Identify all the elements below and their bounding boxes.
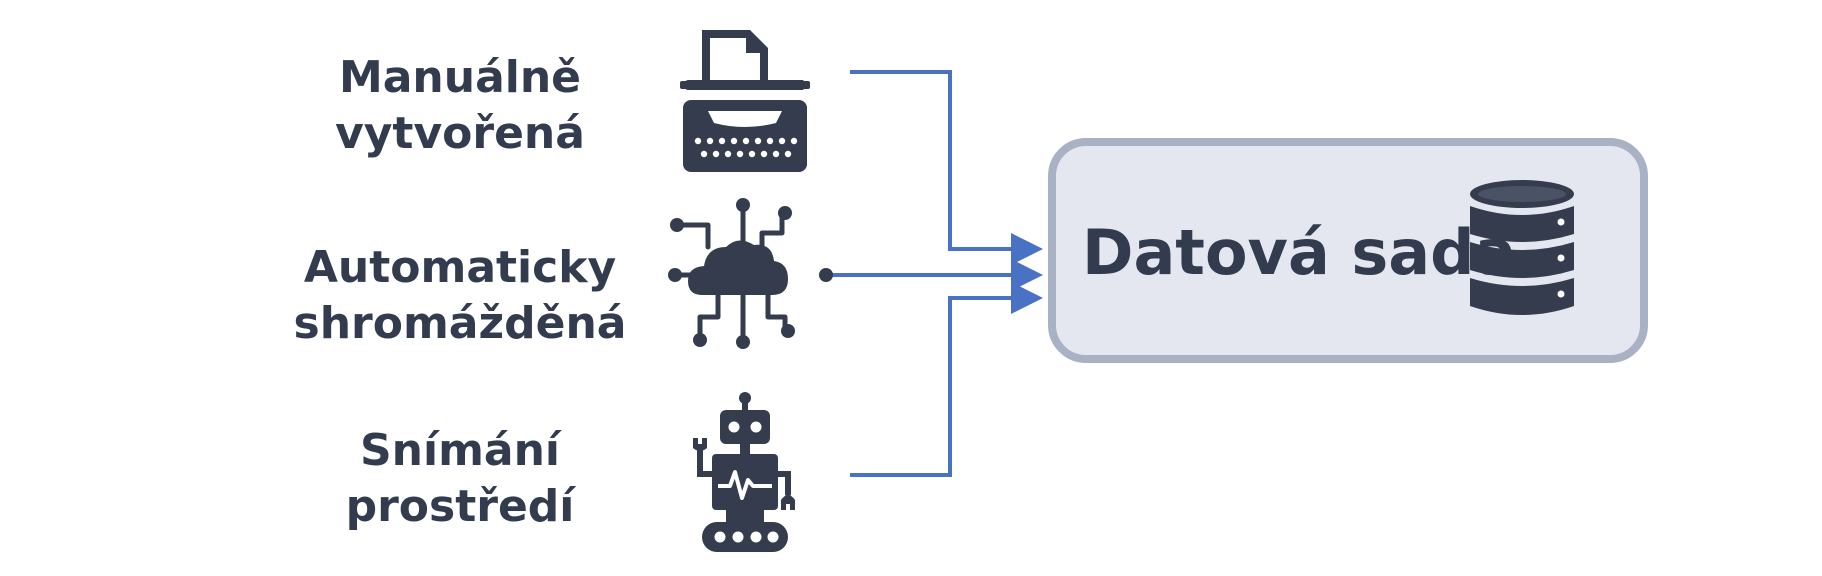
source-label-automatic: Automaticky shromážděná (290, 240, 630, 352)
dataset-label: Datová sada (1082, 216, 1517, 289)
typewriter-icon (680, 30, 810, 172)
source-label-line: shromážděná (293, 298, 627, 349)
source-label-line: prostředí (345, 481, 575, 532)
source-label-sensing: Snímání prostředí (290, 423, 630, 535)
connector-manual (850, 70, 1043, 265)
source-label-manual: Manuálně vytvořená (290, 50, 630, 162)
source-label-line: Manuálně (338, 52, 582, 103)
source-label-line: vytvořená (335, 108, 585, 159)
database-icon (1470, 180, 1574, 315)
robot-icon (693, 392, 795, 552)
connector-sensing (850, 282, 1043, 477)
source-label-line: Automaticky (303, 242, 617, 293)
source-label-line: Snímání (359, 425, 561, 476)
cloud-network-icon (668, 198, 795, 349)
connector-node (819, 268, 833, 282)
